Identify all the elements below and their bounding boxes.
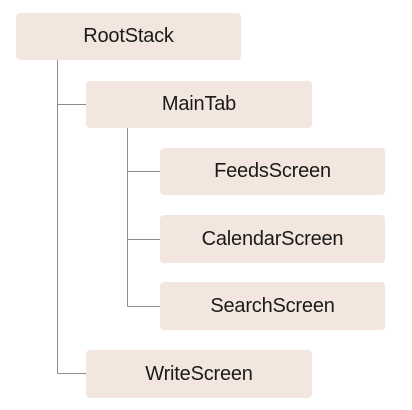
- node-root-stack: RootStack: [16, 13, 241, 60]
- node-feeds-screen: FeedsScreen: [160, 148, 385, 195]
- node-write-screen: WriteScreen: [86, 350, 312, 398]
- node-write-screen-label: WriteScreen: [145, 362, 253, 385]
- node-main-tab: MainTab: [86, 81, 312, 128]
- node-calendar-screen-label: CalendarScreen: [201, 227, 344, 250]
- node-search-screen: SearchScreen: [160, 282, 385, 330]
- node-feeds-screen-label: FeedsScreen: [214, 160, 331, 182]
- node-main-tab-label: MainTab: [161, 93, 237, 115]
- node-search-screen-label: SearchScreen: [210, 294, 335, 317]
- node-calendar-screen: CalendarScreen: [160, 215, 385, 263]
- node-root-stack-label: RootStack: [83, 25, 174, 47]
